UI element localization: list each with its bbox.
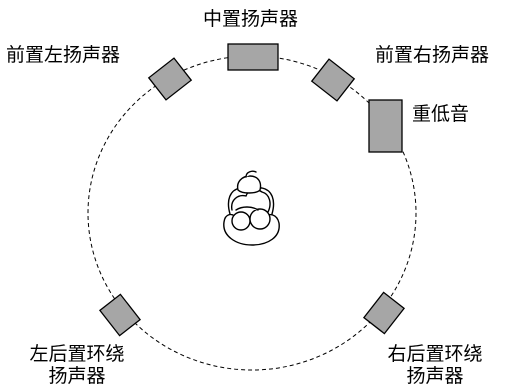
front-right-speaker <box>310 58 356 102</box>
front-left-speaker-label: 前置左扬声器 <box>6 44 121 66</box>
center-speaker-label: 中置扬声器 <box>203 8 299 30</box>
rear-left-speaker-label: 左后置环绕 扬声器 <box>22 343 132 387</box>
rear-left-label-line1: 左后置环绕 <box>29 343 125 365</box>
subwoofer-label: 重低音 <box>412 103 470 125</box>
rear-right-speaker <box>362 291 406 335</box>
rear-right-label-line2: 扬声器 <box>406 365 464 387</box>
rear-left-speaker <box>98 293 142 337</box>
listener-person-icon <box>223 170 280 246</box>
subwoofer-speaker <box>368 99 403 153</box>
rear-left-label-line2: 扬声器 <box>48 365 106 387</box>
rear-right-speaker-label: 右后置环绕 扬声器 <box>380 343 490 387</box>
front-left-speaker <box>147 57 193 101</box>
front-right-speaker-label: 前置右扬声器 <box>375 44 490 66</box>
center-speaker <box>227 43 279 71</box>
rear-right-label-line1: 右后置环绕 <box>387 343 483 365</box>
